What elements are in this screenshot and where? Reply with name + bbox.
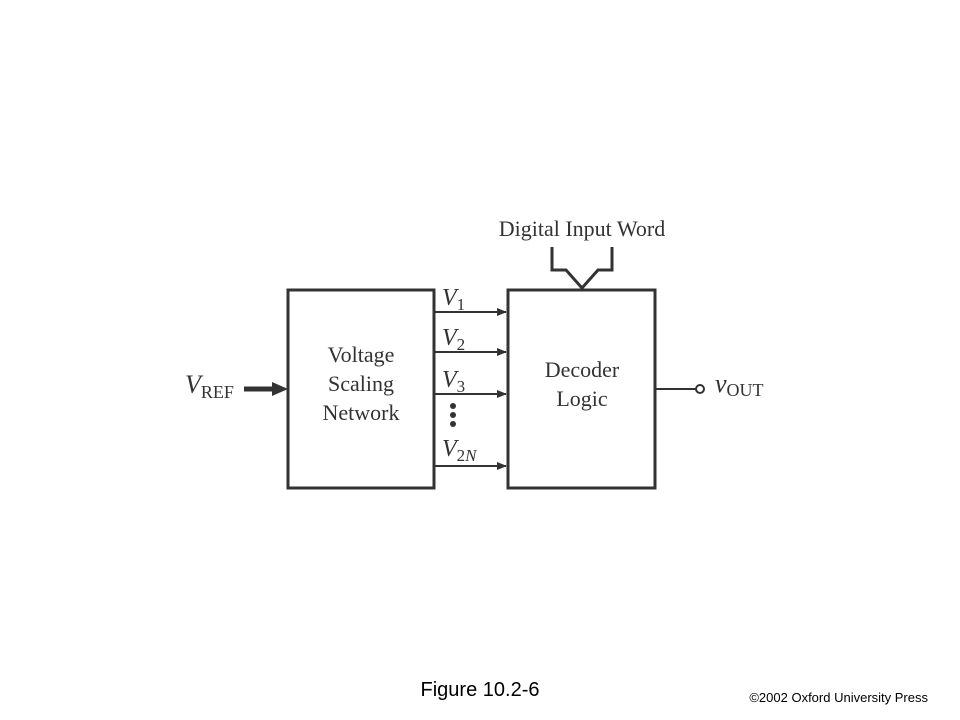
v3-label: V3 — [442, 367, 465, 396]
output-terminal-icon — [695, 384, 705, 394]
vref-arrow-icon — [272, 382, 288, 396]
input-word-arrow-icon — [550, 247, 614, 291]
scaling-block-line-3: Network — [323, 400, 400, 425]
v2n-label: V2N — [442, 436, 478, 465]
decoder-block-line-1: Decoder — [545, 357, 620, 382]
v2-label: V2 — [442, 325, 465, 354]
decoder-block-line-2: Logic — [556, 386, 608, 411]
figure-caption: Figure 10.2-6 — [420, 679, 540, 701]
ellipsis-icon — [450, 403, 456, 427]
vout-label: vOUT — [715, 369, 764, 400]
v1-label: V1 — [442, 285, 465, 314]
vref-label: VREF — [185, 370, 234, 402]
copyright-notice: ©2002 Oxford University Press — [749, 690, 928, 705]
scaling-block-line-2: Scaling — [328, 371, 394, 396]
digital-input-word-label: Digital Input Word — [499, 216, 665, 241]
scaling-block-line-1: Voltage — [328, 342, 395, 367]
